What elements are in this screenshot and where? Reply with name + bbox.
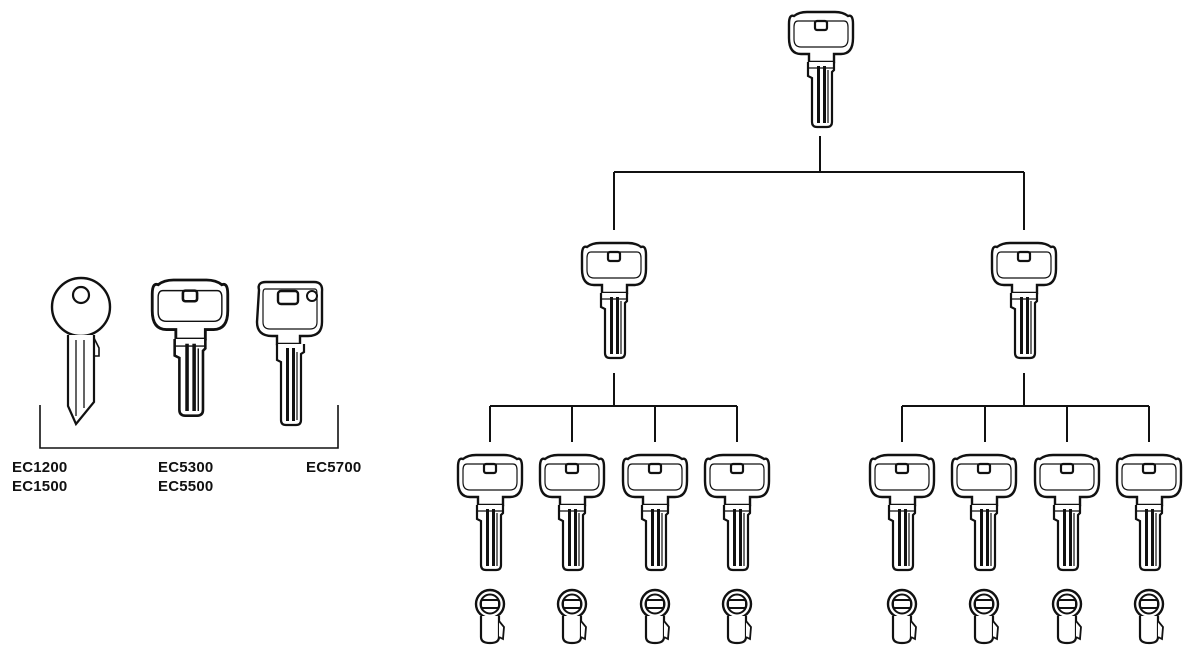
key-label-ec5700: EC5700 [306, 459, 362, 476]
key-profiles-panel [39, 276, 339, 449]
lock-cylinder-icon [1051, 588, 1083, 645]
key-icon [456, 453, 524, 572]
lock-cylinder-icon [556, 588, 588, 645]
key-icon [1115, 453, 1183, 572]
key-icon [1033, 453, 1101, 572]
key-label-ec5500: EC5500 [158, 478, 214, 495]
key-label-ec5300: EC5300 [158, 459, 214, 476]
key-label-ec1200: EC1200 [12, 459, 68, 476]
lock-cylinder-icon [721, 588, 753, 645]
lock-cylinder-icon [639, 588, 671, 645]
standard-key-icon [50, 276, 112, 427]
tree-connectors [489, 136, 1150, 442]
key-label-ec1500: EC1500 [12, 478, 68, 495]
key-hierarchy-tree [456, 10, 1183, 645]
security-key-with-insert-icon [255, 280, 324, 427]
key-icon [950, 453, 1018, 572]
lock-cylinder-icon [968, 588, 1000, 645]
group-master-key-icon [990, 241, 1058, 360]
lock-cylinder-icon [474, 588, 506, 645]
individual-keys [456, 453, 1183, 645]
master-key-icon [787, 10, 855, 129]
lock-cylinder-icon [886, 588, 918, 645]
security-key-icon [150, 278, 230, 418]
key-icon [538, 453, 606, 572]
key-icon [703, 453, 771, 572]
lock-cylinder-icon [1133, 588, 1165, 645]
group-master-key-icon [580, 241, 648, 360]
profile-bracket [39, 405, 339, 449]
key-icon [621, 453, 689, 572]
key-icon [868, 453, 936, 572]
